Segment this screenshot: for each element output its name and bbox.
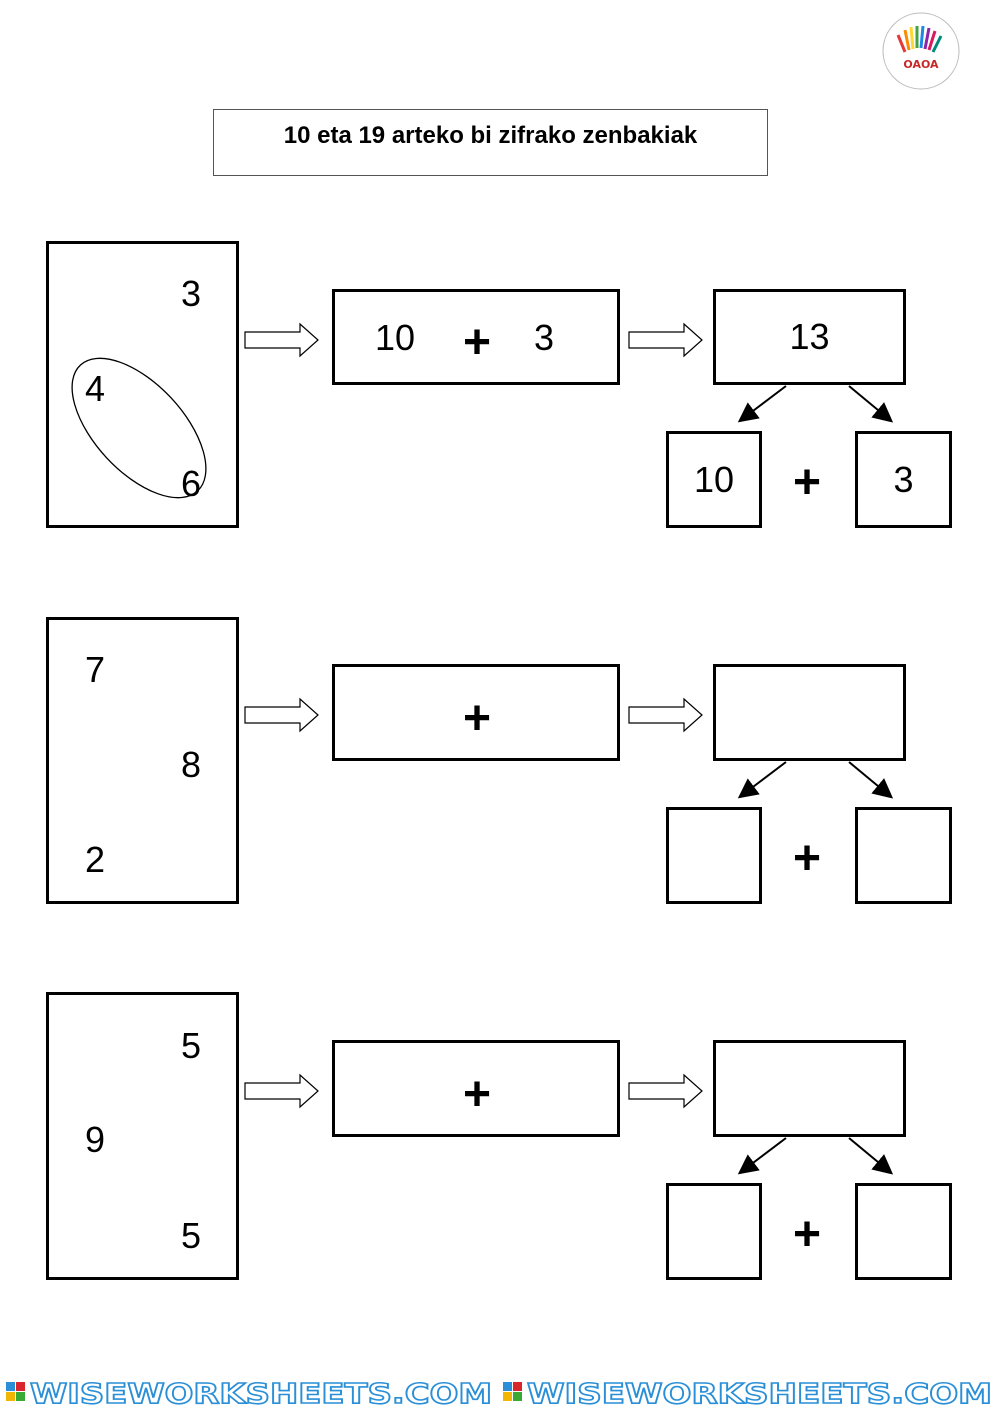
selection-oval xyxy=(71,357,207,499)
arrows-layer xyxy=(244,322,894,1175)
title-box: 10 eta 19 arteko bi zifrako zenbakiak xyxy=(213,109,768,176)
digit: 2 xyxy=(85,839,106,880)
plus-sign: + xyxy=(463,692,492,745)
wise-badge-icon xyxy=(6,1382,25,1401)
tens-value: 10 xyxy=(693,458,735,500)
split-arrow-left-icon xyxy=(737,385,787,423)
digit: 8 xyxy=(181,744,202,785)
split-arrow-left-icon xyxy=(737,761,787,799)
digit: 3 xyxy=(181,273,202,314)
block-arrow-icon xyxy=(244,322,319,358)
result-box[interactable]: 13 xyxy=(713,289,906,385)
units-box[interactable]: 3 xyxy=(855,431,952,528)
result-value: 13 xyxy=(789,316,830,357)
tens-box[interactable] xyxy=(666,1183,762,1280)
sum-box[interactable]: + xyxy=(332,1040,620,1137)
logo-text: OAOA xyxy=(903,58,939,71)
digit: 5 xyxy=(181,1025,202,1066)
digit: 7 xyxy=(85,649,106,690)
split-arrow-right-icon xyxy=(848,761,894,799)
sum-left-value: 10 xyxy=(375,317,416,358)
digit-card: 3 4 6 xyxy=(46,241,239,528)
units-value: 3 xyxy=(893,458,914,500)
digit: 5 xyxy=(181,1215,202,1256)
block-arrow-icon xyxy=(628,697,703,733)
digit: 9 xyxy=(85,1119,106,1160)
block-arrow-icon xyxy=(244,1073,319,1109)
split-arrow-right-icon xyxy=(848,385,894,423)
block-arrow-icon xyxy=(244,697,319,733)
sum-box[interactable]: 10 + 3 xyxy=(332,289,620,385)
result-box[interactable] xyxy=(713,664,906,761)
oaoa-logo: OAOA xyxy=(882,12,960,90)
plus-sign: + xyxy=(463,1068,492,1121)
watermark-text: WISEWORKSHEETS.COM xyxy=(30,1377,492,1410)
digit: 4 xyxy=(85,368,106,409)
block-arrow-icon xyxy=(628,322,703,358)
digit-card: 7 8 2 xyxy=(46,617,239,904)
split-arrow-right-icon xyxy=(848,1137,894,1175)
units-box[interactable] xyxy=(855,1183,952,1280)
split-arrow-left-icon xyxy=(737,1137,787,1175)
sum-right-value: 3 xyxy=(534,317,555,358)
block-arrow-icon xyxy=(628,1073,703,1109)
units-box[interactable] xyxy=(855,807,952,904)
footer-watermark: WISEWORKSHEETS.COM WISEWORKSHEETS.COM xyxy=(6,1376,993,1411)
plus-sign: + xyxy=(793,832,822,885)
watermark-text: WISEWORKSHEETS.COM xyxy=(527,1377,992,1410)
sum-box[interactable]: + xyxy=(332,664,620,761)
plus-sign: + xyxy=(793,1208,822,1261)
tens-box[interactable]: 10 xyxy=(666,431,762,528)
wise-badge-icon xyxy=(503,1382,522,1401)
page-title: 10 eta 19 arteko bi zifrako zenbakiak xyxy=(283,121,698,149)
tens-box[interactable] xyxy=(666,807,762,904)
digit-card: 5 9 5 xyxy=(46,992,239,1280)
plus-sign: + xyxy=(463,316,492,369)
pencils-icon xyxy=(896,25,943,53)
result-box[interactable] xyxy=(713,1040,906,1137)
plus-sign: + xyxy=(793,456,822,509)
